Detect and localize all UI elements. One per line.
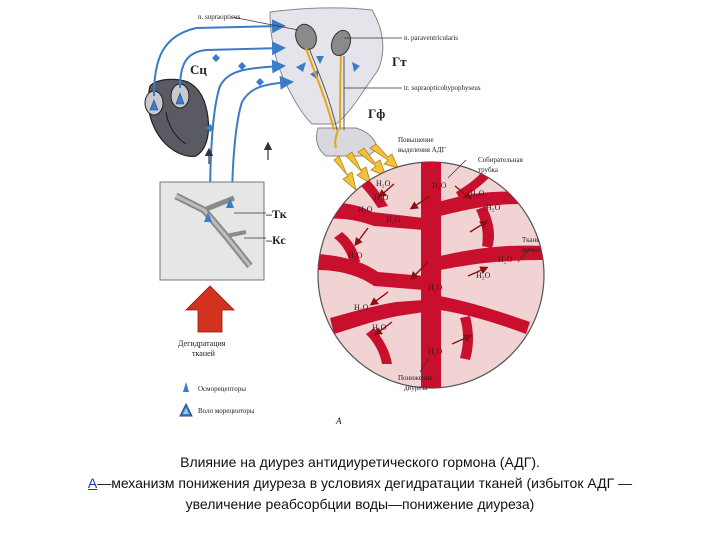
label-decrease-diuresis-1: Понижение <box>398 374 433 382</box>
afferent-markers <box>206 54 264 132</box>
h2o-label: H₂O <box>476 271 491 280</box>
h2o-label: H₂O <box>428 283 443 292</box>
caption-line-3: увеличение реабсорбции воды—понижение ди… <box>30 494 690 515</box>
tissue-square <box>160 182 266 280</box>
label-gt: Гт <box>392 54 407 69</box>
caption-line-1: Влияние на диурез антидиуретического гор… <box>30 452 690 473</box>
label-collecting-tube-1: Собирательная <box>478 156 524 164</box>
label-dehydration-1: Дегидратация <box>178 339 226 348</box>
h2o-label: H₂O <box>374 193 389 202</box>
label-dehydration-2: тканей <box>192 349 216 358</box>
label-tr-supraopticohypophyseus: tr. supraopticohypophyseus <box>404 84 481 92</box>
h2o-label: H₂O <box>428 347 443 356</box>
h2o-label: H₂O <box>470 189 485 198</box>
label-collecting-tube-2: трубка <box>478 166 499 174</box>
label-decrease-diuresis-2: диуреза <box>404 384 428 392</box>
label-kidney-tissue-1: Ткань <box>522 236 539 244</box>
legend-osmoreceptors: Осморецепторы <box>198 385 246 393</box>
label-sc: Сц <box>190 62 207 77</box>
osmoreceptor-legend-icon <box>183 382 189 392</box>
h2o-label: H₂O <box>376 179 391 188</box>
h2o-label: H₂O <box>354 303 369 312</box>
dehydration-arrow <box>186 286 234 332</box>
caption-line-2-text: —механизм понижения диуреза в условиях д… <box>97 475 632 491</box>
label-tk: –Тк <box>265 207 287 221</box>
label-n-supraopticus: n. supraopticus <box>198 13 241 21</box>
h2o-label: H₂O <box>386 215 401 224</box>
kidney-tissue-magnified: H₂O H₂O H₂O H₂O H₂O H₂O H₂O H₂O H₂O H₂O … <box>318 150 546 400</box>
label-increase-adh-1: Повышение <box>398 136 434 144</box>
figure-letter: А <box>335 416 342 426</box>
h2o-label: H₂O <box>432 181 447 190</box>
caption-line-2: А—механизм понижения диуреза в условиях … <box>30 473 690 494</box>
legend-voloreceptors: Воло мореценторы <box>198 407 255 415</box>
adh-diagram: H₂O H₂O H₂O H₂O H₂O H₂O H₂O H₂O H₂O H₂O … <box>0 0 720 440</box>
h2o-label: H₂O <box>372 323 387 332</box>
h2o-label: H₂O <box>358 205 373 214</box>
h2o-label: H₂O <box>348 251 363 260</box>
h2o-label: H₂O <box>498 255 513 264</box>
label-ks: –Кс <box>265 233 286 247</box>
label-increase-adh-2: выделения АДГ <box>398 146 446 154</box>
h2o-label: H₂O <box>486 203 501 212</box>
label-gf: Гф <box>368 106 385 121</box>
figure-caption: Влияние на диурез антидиуретического гор… <box>30 452 690 515</box>
legend: Осморецепторы Воло мореценторы <box>180 382 255 416</box>
label-n-paraventricularis: n. paraventricularis <box>404 34 458 42</box>
label-kidney-tissue-2: почки <box>522 246 540 254</box>
caption-marker: А <box>88 475 97 491</box>
pituitary <box>316 128 376 156</box>
